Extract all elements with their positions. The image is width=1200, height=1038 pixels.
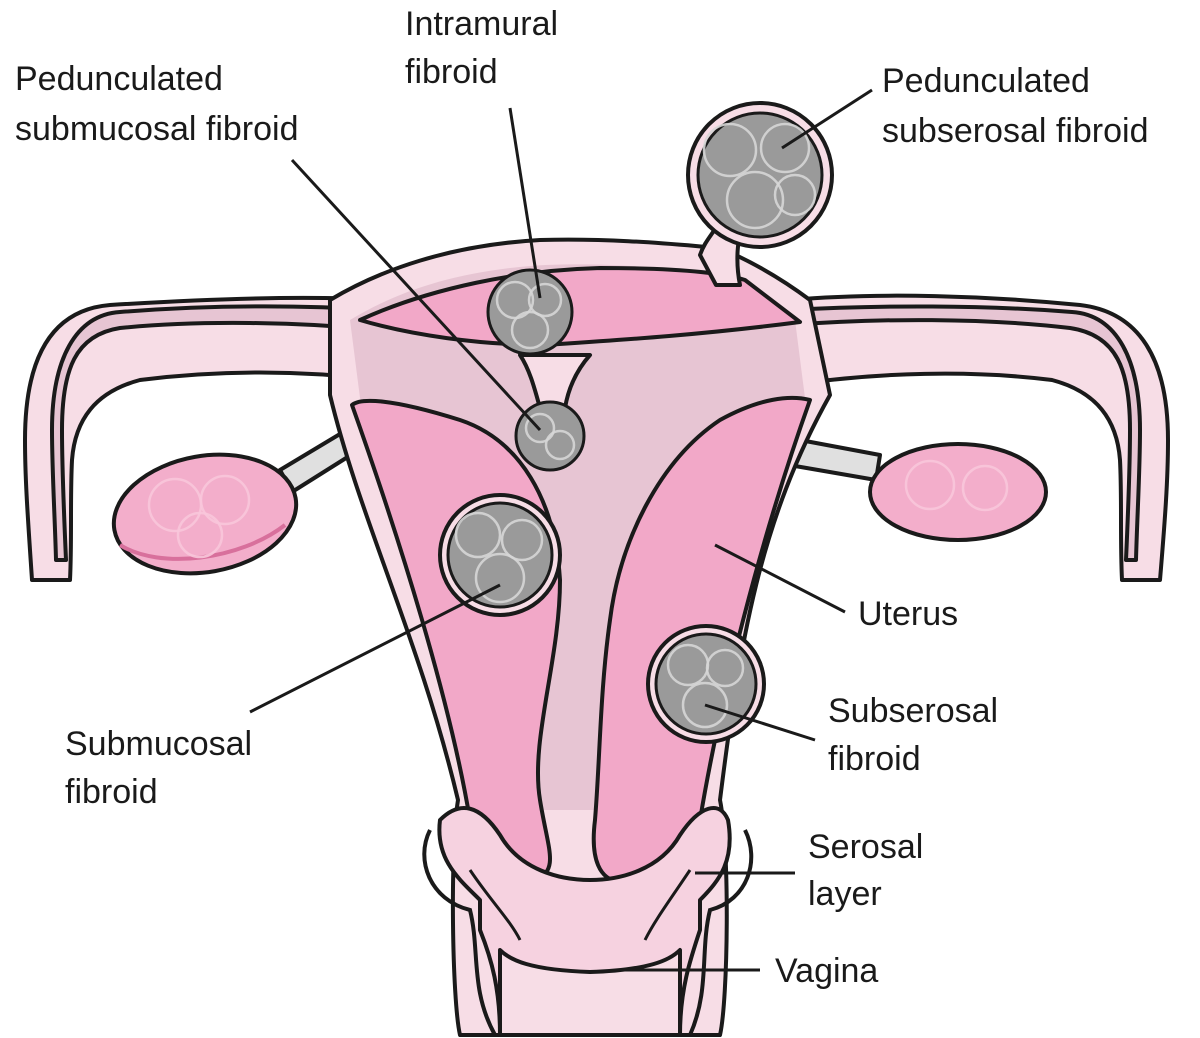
label-serosal-line1: Serosal: [808, 828, 923, 866]
leader-ped-subserosal: [781, 88, 873, 150]
leader-uterus: [714, 543, 846, 614]
label-submucosal-line2: fibroid: [65, 773, 158, 811]
leader-submucosal: [249, 583, 501, 714]
fallopian-tube-left: [23, 295, 382, 582]
label-intramural-line1: Intramural: [405, 5, 558, 43]
label-vagina: Vagina: [775, 952, 878, 990]
label-ped-submucosal-line2: submucosal fibroid: [15, 110, 298, 148]
leader-subserosal: [704, 703, 816, 742]
label-ped-subserosal-line2: subserosal fibroid: [882, 112, 1148, 150]
label-ped-submucosal-line1: Pedunculated: [15, 60, 223, 98]
fibroid-intramural: [486, 268, 574, 356]
label-uterus: Uterus: [858, 595, 958, 633]
label-submucosal-line1: Submucosal: [65, 725, 252, 763]
fibroid-pedunculated-submucosal: [514, 400, 586, 472]
label-ped-subserosal-line1: Pedunculated: [882, 62, 1090, 100]
fibroid-pedunculated-subserosal: [686, 101, 834, 249]
label-subserosal-line2: fibroid: [828, 740, 921, 778]
label-serosal-line2: layer: [808, 875, 882, 913]
leader-ped-submucosal: [290, 158, 542, 432]
fibroid-subserosal: [646, 624, 766, 744]
label-subserosal-line1: Subserosal: [828, 692, 998, 730]
label-intramural-line2: fibroid: [405, 53, 498, 91]
ovarian-ligament-right: [793, 438, 882, 482]
ovary-left: [111, 452, 299, 576]
leader-intramural: [508, 107, 542, 299]
ovary-right: [868, 442, 1048, 542]
fibroid-submucosal: [438, 493, 562, 617]
fallopian-tube-right: [788, 293, 1170, 582]
